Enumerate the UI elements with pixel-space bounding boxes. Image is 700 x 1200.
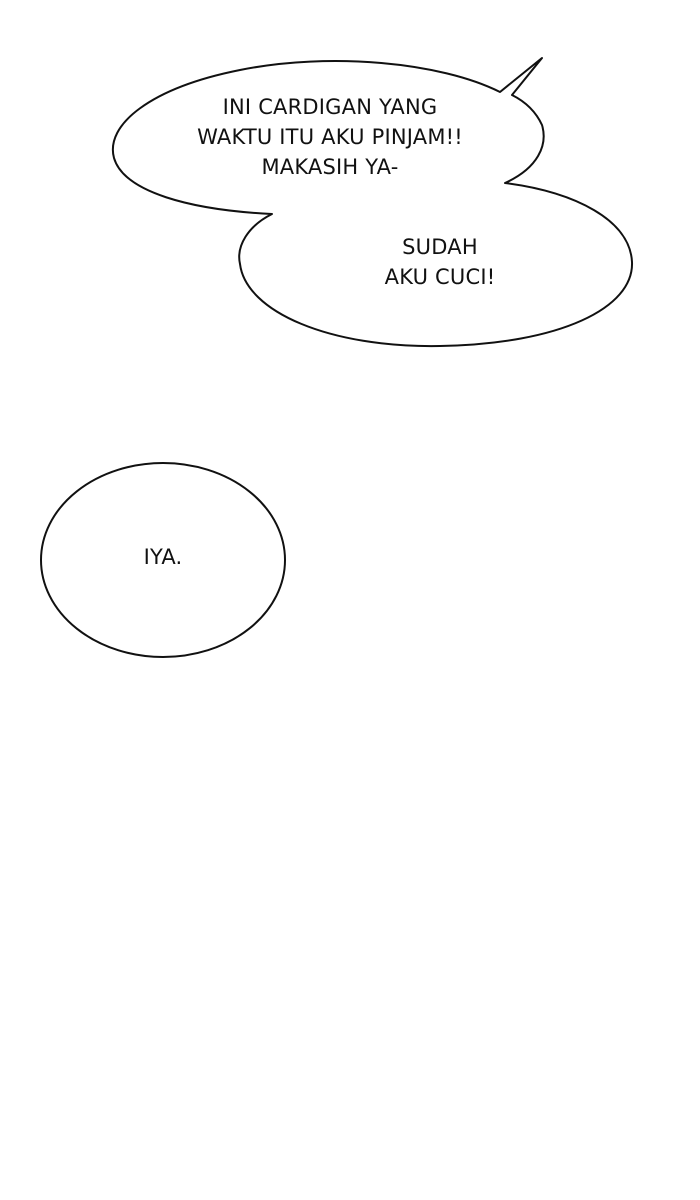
speech-bubble-1-text: INI CARDIGAN YANG WAKTU ITU AKU PINJAM!!… [150, 92, 510, 182]
bubble-1-line-1: INI CARDIGAN YANG [222, 95, 438, 119]
speech-bubble-2-text: SUDAH AKU CUCI! [340, 232, 540, 292]
bubble-1-line-3: MAKASIH YA- [261, 155, 399, 179]
speech-bubble-top-outline [111, 57, 634, 348]
speech-bubble-3-text: IYA. [100, 542, 226, 572]
bubble-3-line-1: IYA. [143, 545, 183, 569]
bubble-2-line-1: SUDAH [402, 235, 478, 259]
speech-bubble-left-outline [40, 462, 286, 658]
bubble-2-line-2: AKU CUCI! [384, 265, 496, 289]
bubble-1-line-2: WAKTU ITU AKU PINJAM!! [197, 125, 463, 149]
